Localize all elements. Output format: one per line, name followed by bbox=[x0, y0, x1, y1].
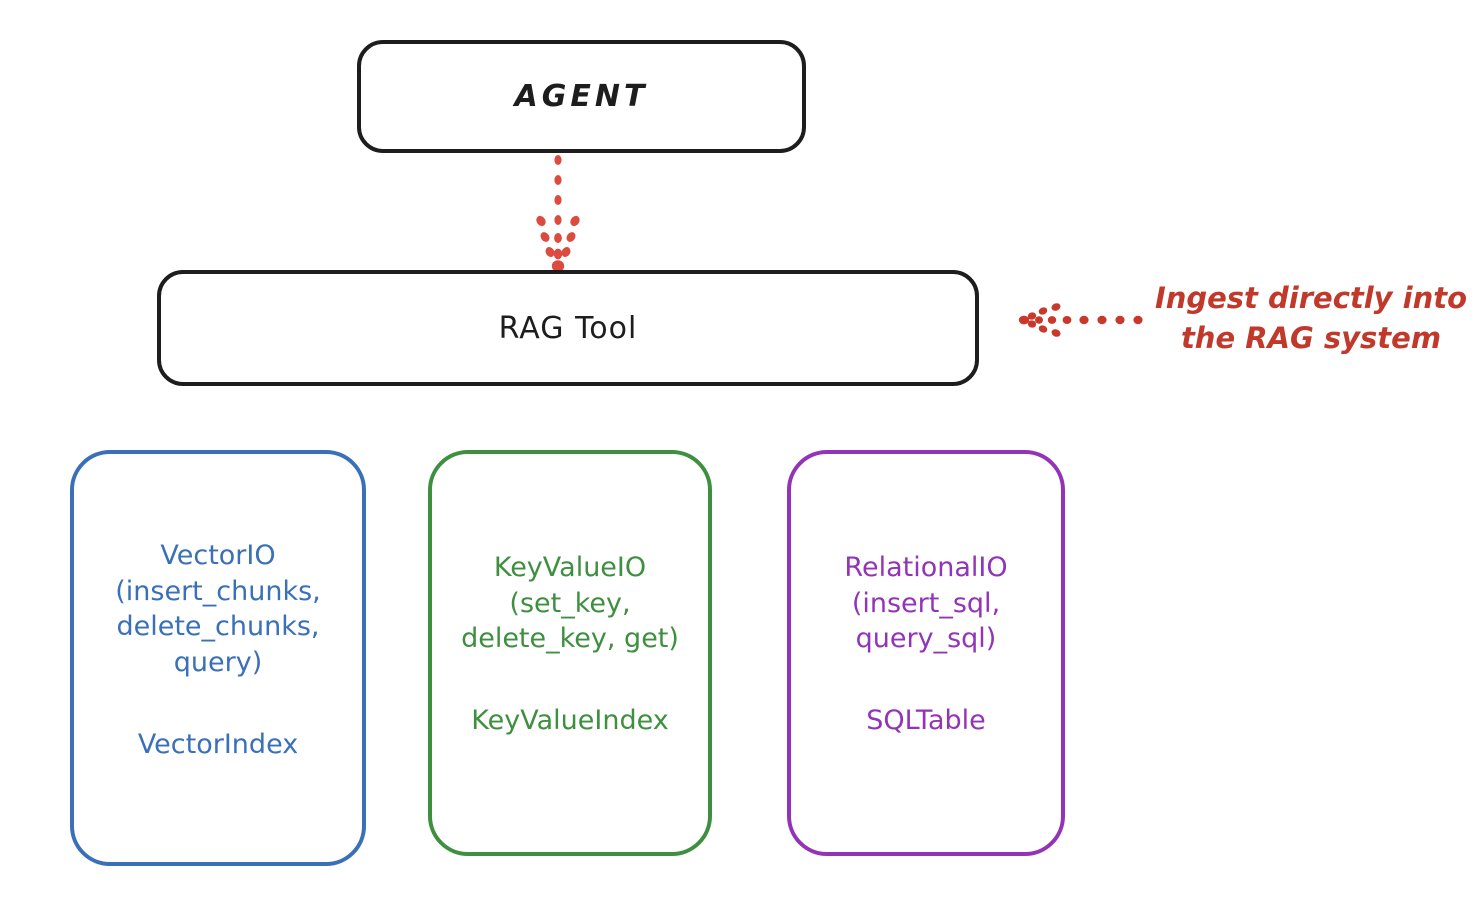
rag-tool-node[interactable]: RAG Tool bbox=[157, 270, 979, 386]
agent-node[interactable]: AGENT bbox=[357, 40, 806, 153]
relational-io-index-label: SQLTable bbox=[866, 704, 986, 736]
rag-tool-node-label: RAG Tool bbox=[498, 310, 638, 346]
key-value-io-node[interactable]: KeyValueIO (set_key, delete_key, get) Ke… bbox=[428, 450, 712, 856]
vector-io-index-label: VectorIndex bbox=[137, 728, 299, 760]
agent-to-rag-tool-arrow-icon bbox=[536, 155, 580, 272]
ingest-pointer-arrow-icon bbox=[1018, 303, 1143, 337]
agent-node-label: AGENT bbox=[514, 79, 649, 114]
ingest-annotation-text: Ingest directly into the RAG system bbox=[1154, 281, 1468, 356]
key-value-io-index-label: KeyValueIndex bbox=[471, 704, 669, 736]
key-value-io-title: KeyValueIO (set_key, delete_key, get) bbox=[461, 552, 679, 655]
relational-io-title: RelationalIO (insert_sql, query_sql) bbox=[844, 552, 1008, 655]
vector-io-node[interactable]: VectorIO (insert_chunks, delete_chunks, … bbox=[70, 450, 366, 866]
relational-io-node[interactable]: RelationalIO (insert_sql, query_sql) SQL… bbox=[787, 450, 1065, 856]
vector-io-title: VectorIO (insert_chunks, delete_chunks, … bbox=[115, 540, 321, 678]
